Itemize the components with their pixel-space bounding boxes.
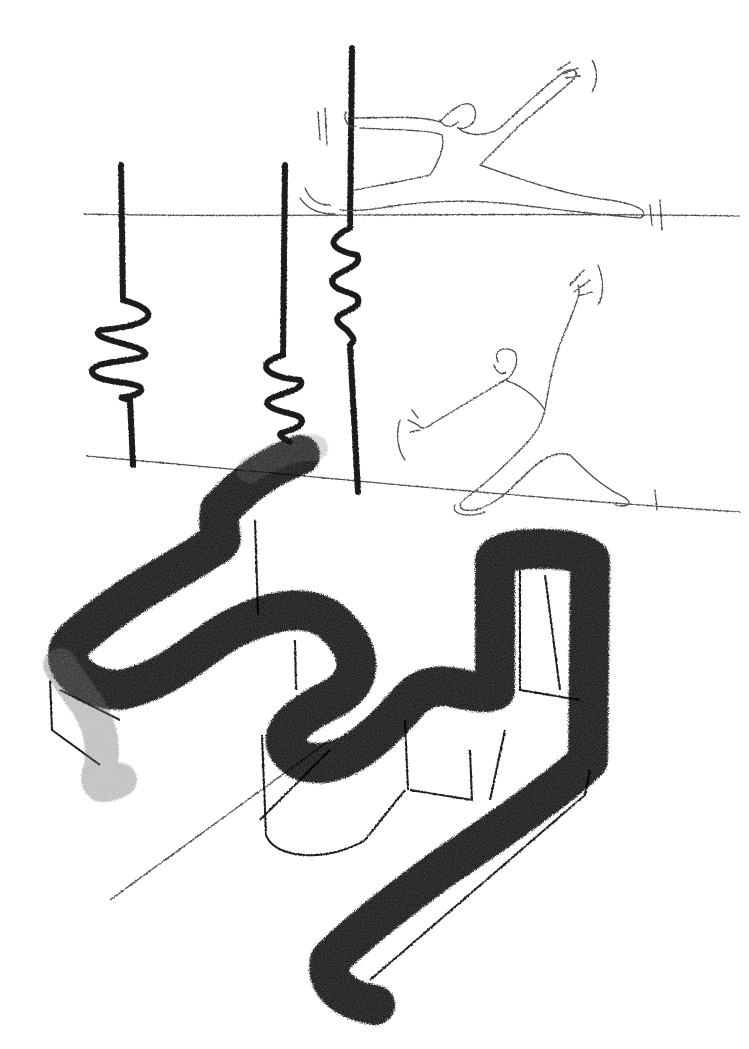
vertical-springs [89, 45, 362, 495]
thick-tube [43, 434, 610, 1025]
upper-floor-line [83, 213, 741, 217]
tube-highlight-left [43, 648, 137, 803]
lower-floor-line [85, 455, 741, 513]
dancer-upper [299, 59, 663, 231]
spring-left [89, 162, 152, 468]
dancer-lower [396, 264, 658, 516]
spring-middle [263, 162, 305, 445]
tube-highlight-top [237, 434, 328, 483]
spring-right [329, 45, 362, 495]
tube-segment-main [48, 435, 610, 1025]
